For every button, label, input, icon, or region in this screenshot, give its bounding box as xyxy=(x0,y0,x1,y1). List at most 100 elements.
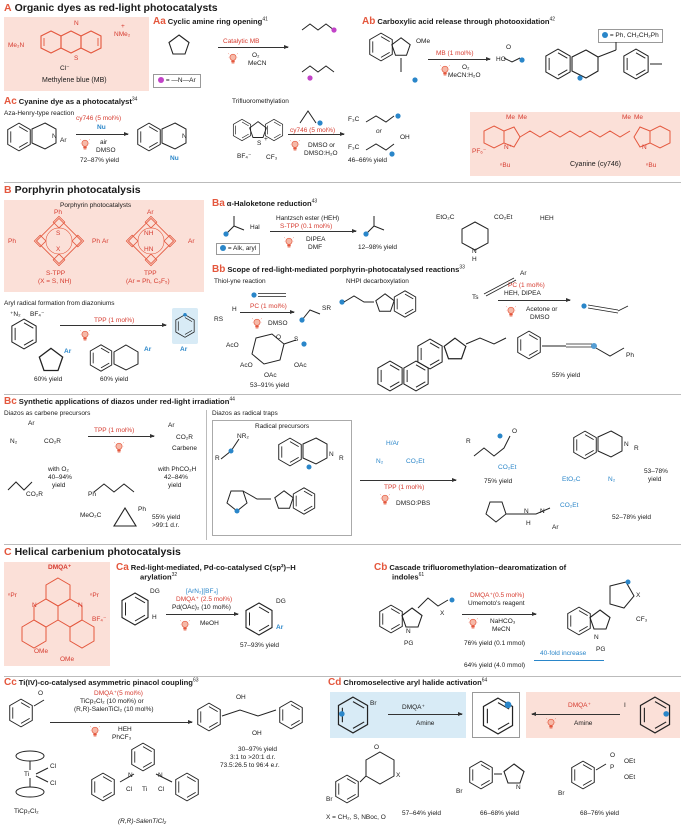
ac-tfm-or: or xyxy=(376,128,382,135)
porphyrin-box: Porphyrin photocatalysts Ph Ph Ph S X Ar… xyxy=(4,200,204,292)
aa-cond-mecn: MeCN xyxy=(248,60,267,67)
ac-cond-cy746: cy746 (5 mol%) xyxy=(76,115,122,122)
aryl-radical xyxy=(175,312,195,338)
tpp-ar-left: Ar xyxy=(102,238,109,245)
ca-cond-arn2: [ArN₂][BF₄] xyxy=(186,588,218,595)
cd-aryl-radical xyxy=(482,697,514,735)
bc-y4: 75% yield xyxy=(484,478,513,485)
bb-alkynyl-sulfone xyxy=(483,277,517,297)
aryl-n2: ⁺N₂ xyxy=(10,311,21,318)
bc-ald-o: O xyxy=(512,428,518,435)
bc-divider-v xyxy=(206,410,207,540)
tpp-ar-right: Ar xyxy=(188,238,195,245)
ac-tfm-arrow xyxy=(288,131,345,136)
bc-nhpi-precursor xyxy=(226,487,316,515)
ac-tfm-cond-dmso: DMSO or xyxy=(308,142,336,149)
ca-cond-meoh: MeOH xyxy=(200,620,219,627)
aryl-radical-box xyxy=(172,308,198,344)
bc-thiq-product xyxy=(573,430,623,460)
bb-nhpi-arrow xyxy=(498,297,571,302)
aryl-furan-ar: Ar xyxy=(64,348,72,355)
cd-y2: 66–68% yield xyxy=(480,810,520,817)
cb-n: N xyxy=(406,628,411,635)
red-light-bulb-icon xyxy=(90,726,100,738)
cd-p1-o: O xyxy=(374,744,380,751)
cd-p3-br: Br xyxy=(558,790,565,797)
bb-oac-2: OAc xyxy=(294,362,307,369)
ac-product-n: N xyxy=(182,133,187,140)
cyanine-nbu-left: ⁿBu xyxy=(500,162,511,169)
bc-radical-cond: TPP (1 mol%) xyxy=(384,484,425,491)
bc-hz-n2: N xyxy=(540,508,545,515)
ba-haloketone xyxy=(223,216,245,237)
bc-ester-product xyxy=(93,483,135,493)
cd-p1-x: X xyxy=(396,772,401,779)
cc-oh-2: OH xyxy=(252,730,262,737)
red-light-bulb-icon xyxy=(114,442,124,454)
dmqa-ome-1: OMe xyxy=(34,648,49,655)
cb-pg: PG xyxy=(404,640,414,647)
bc-rp-title: Radical precursors xyxy=(255,423,310,430)
bc-hydrazone-product xyxy=(485,501,551,523)
ac-cond-dmso: DMSO xyxy=(96,147,116,154)
bb-steroid-product xyxy=(377,330,625,392)
ab-cond-solvent: MeCN:H₂O xyxy=(448,72,481,79)
bc-carbene-ar: Ar xyxy=(168,422,175,429)
bc-thiq-n: N xyxy=(329,451,334,458)
aa-pyrrolidine-reactant xyxy=(168,34,190,55)
bc-carbene-co2r: CO₂R xyxy=(176,434,193,441)
tpp-structure xyxy=(116,212,186,270)
cd-red-arrow xyxy=(531,711,620,716)
cd-i: I xyxy=(624,702,626,709)
cc-er: 73.5:26.5 to 96:4 e.r. xyxy=(220,762,280,769)
bc-ketoester-product xyxy=(7,481,33,491)
bc-hz-co2et: CO₂Et xyxy=(560,502,579,509)
ca-product-ar: Ar xyxy=(276,624,284,631)
cd-product-3 xyxy=(571,760,607,790)
ba-cond-dipea: DIPEA xyxy=(306,236,326,243)
stpp-label: S-TPP xyxy=(46,270,66,277)
cc-salen-n-1: N xyxy=(128,772,133,779)
red-light-bulb-icon xyxy=(468,618,478,630)
ac-tfm-cf3: CF₃ xyxy=(266,154,278,161)
cc-cl-1: Cl xyxy=(50,763,57,770)
ab-ome-label: OMe xyxy=(416,38,431,45)
cc-cond-phcf3: PhCF₃ xyxy=(112,734,132,741)
cb-prod-pg: PG xyxy=(596,646,606,653)
cc-dr: 3:1 to >20:1 d.r. xyxy=(230,754,276,761)
aryl-coumarin-product xyxy=(89,344,139,372)
bc-thiq-prod-eto2c: EtO₂C xyxy=(562,476,581,483)
ac-tfm-cond-cy746: cy746 (5 mol%) xyxy=(290,127,336,134)
stpp-ph-top: Ph xyxy=(54,209,62,216)
ca-dg: DG xyxy=(150,588,160,595)
ac-tfm-bf4: BF₄⁻ xyxy=(237,153,252,160)
cyanine-pf6: PF₆⁻ xyxy=(472,148,487,155)
cd-amine-1: Amine xyxy=(416,720,435,727)
stpp-structure xyxy=(24,212,94,270)
bc-thiq-prod-n: N xyxy=(624,441,629,448)
bc-y1: 40–94% xyxy=(48,474,72,481)
ac-tfm-plus: + xyxy=(264,136,268,143)
bb-aco-1: AcO xyxy=(226,342,239,349)
ac-aza-yield: 72–87% yield xyxy=(80,157,120,164)
mb-me2n-left: Me₂N xyxy=(8,42,25,49)
cb-cond-mecn: MeCN xyxy=(492,626,511,633)
bb-alkyne xyxy=(251,292,286,298)
bc-y5: 53–78% xyxy=(644,468,668,475)
red-light-bulb-icon xyxy=(284,237,294,249)
cd-red-panel: DMQA⁺ Amine I xyxy=(526,692,680,738)
bc-hz-ar: Ar xyxy=(552,524,559,531)
red-light-bulb-icon xyxy=(252,318,262,330)
bc-cp-ph: Ph xyxy=(138,506,146,513)
bc-y2b: yield xyxy=(168,482,182,489)
bc-r: R xyxy=(215,455,220,462)
bc-y6: 52–78% yield xyxy=(612,514,652,521)
cb-cond-nahco3: NaHCO₃ xyxy=(490,618,516,625)
cd-p3-oet-2: OEt xyxy=(624,774,636,781)
divider-bb-bc xyxy=(4,394,681,395)
ba-ketone-product xyxy=(363,216,385,237)
ba-heh-co2et: CO₂Et xyxy=(494,214,513,221)
